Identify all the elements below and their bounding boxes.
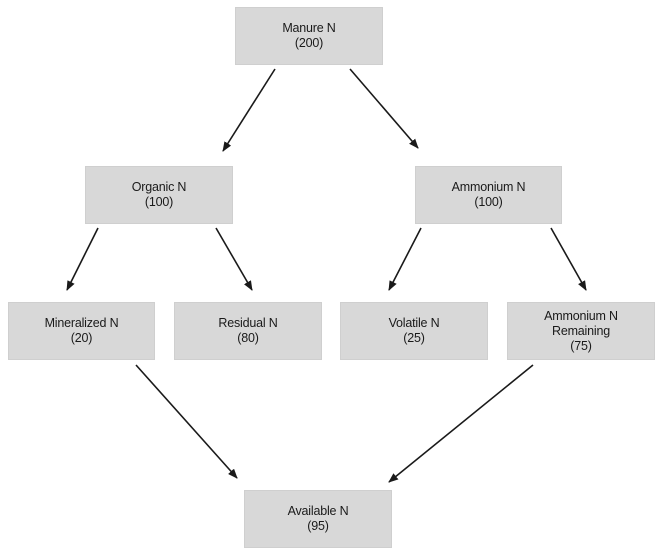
arrow-manure-to-ammonium [349,68,419,149]
arrow-organic-to-mineralized [66,227,99,291]
ammonium-n-label: Ammonium N [451,180,526,194]
organic-n-label: Organic N [131,180,187,194]
arrow-manure-to-organic [222,68,276,152]
mineralized-n-value: (20) [70,331,93,345]
residual-n-box: Residual N (80) [174,302,322,360]
organic-n-value: (100) [144,195,174,209]
volatile-n-label: Volatile N [388,316,440,330]
ammonium-n-remaining-label-line1: Ammonium N [544,308,618,323]
arrow-organic-to-residual [215,227,253,291]
volatile-n-value: (25) [403,331,425,345]
manure-n-box: Manure N (200) [235,7,383,65]
residual-n-label: Residual N [218,316,278,330]
arrow-ammonium-to-remaining [550,227,587,291]
manure-n-label: Manure N [282,21,336,35]
organic-n-box: Organic N (100) [85,166,233,224]
arrow-ammonium-to-volatile [388,227,422,291]
volatile-n-box: Volatile N (25) [340,302,488,360]
available-n-box: Available N (95) [244,490,392,548]
ammonium-n-remaining-value: (75) [570,338,592,353]
available-n-value: (95) [307,519,329,533]
ammonium-n-box: Ammonium N (100) [415,166,562,224]
manure-n-value: (200) [294,36,324,50]
mineralized-n-label: Mineralized N [44,316,119,330]
available-n-label: Available N [287,504,349,518]
residual-n-value: (80) [237,331,259,345]
arrow-remaining-to-available [388,364,534,483]
ammonium-n-remaining-label-line2: Remaining [552,323,610,338]
arrow-mineralized-to-available [135,364,238,479]
mineralized-n-box: Mineralized N (20) [8,302,155,360]
ammonium-n-value: (100) [474,195,503,209]
ammonium-n-remaining-box: Ammonium N Remaining (75) [507,302,655,360]
